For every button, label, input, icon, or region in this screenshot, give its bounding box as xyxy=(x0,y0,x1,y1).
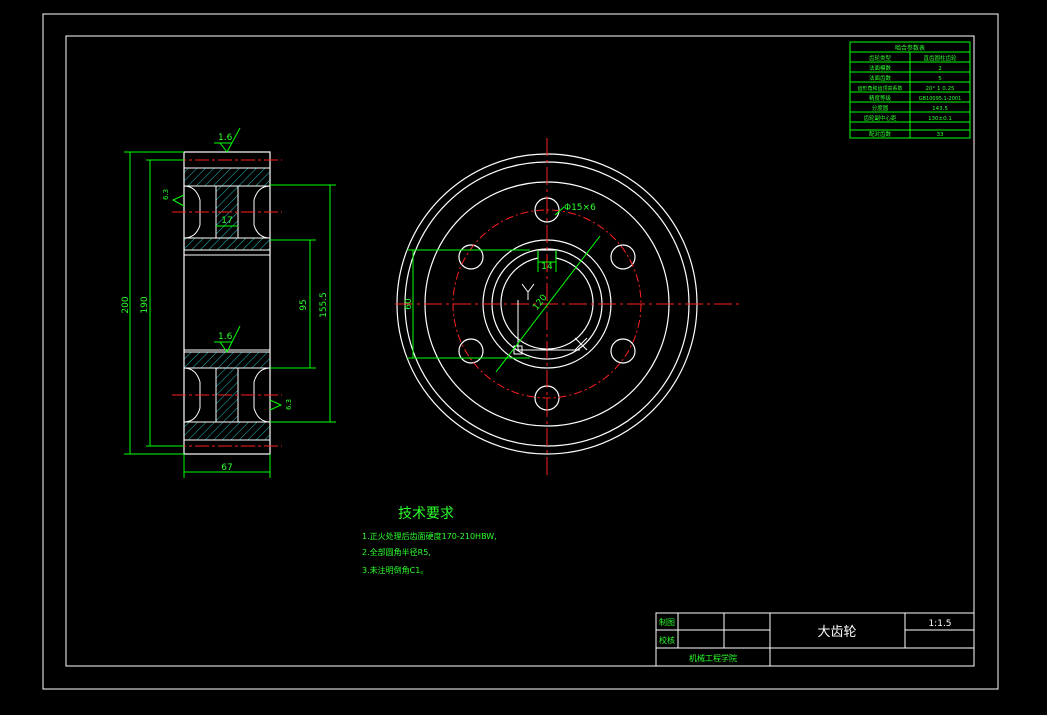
dim-web-thickness: 17 xyxy=(221,216,232,226)
tech-req-item-3: 3.未注明倒角C1。 xyxy=(362,565,428,575)
roughness-side-bottom-label: 6.3 xyxy=(285,399,293,410)
param-row-1-label: 法面模数 xyxy=(869,64,892,72)
outer-frame xyxy=(42,13,999,690)
param-row-6-label: 齿轮副中心距 xyxy=(863,114,897,122)
hole-upper-left xyxy=(458,244,484,270)
param-row-7-label: 配对齿数 xyxy=(869,130,892,138)
param-row-5-value: 143.5 xyxy=(932,106,948,112)
tech-req-item-1: 1.正火处理后齿面硬度170-210HBW, xyxy=(362,531,497,541)
param-row-5-label: 分度圆 xyxy=(872,104,889,112)
dim-root-diameter: 190 xyxy=(140,296,150,313)
technical-requirements: 技术要求 1.正火处理后齿面硬度170-210HBW, 2.全部圆角半径R5, … xyxy=(362,506,497,575)
dim-hub-diameter: 95 xyxy=(299,299,309,310)
hole-upper-right xyxy=(610,244,636,270)
dim-pitch-diameter: 155.5 xyxy=(319,292,329,318)
param-row-6-value: 130±0.1 xyxy=(928,116,952,122)
roughness-side-top-label: 6.3 xyxy=(162,189,170,200)
parameter-table: 啮合参数表 齿轮类型 直齿圆柱齿轮 法面模数 2 法面齿数 5 齿形角和齿顶高系… xyxy=(849,41,971,139)
hatch-rim-bottom xyxy=(183,421,271,441)
hole-lower-left xyxy=(458,338,484,364)
bore-with-keyway xyxy=(500,249,594,350)
param-table-title: 啮合参数表 xyxy=(895,44,925,52)
drawing-frames xyxy=(42,13,999,690)
front-view: Φ15×6 14 60 120 xyxy=(395,138,742,478)
dim-bore-diameter: 60 xyxy=(404,298,414,310)
param-row-2-label: 法面齿数 xyxy=(869,74,892,82)
drawing-scale: 1:1.5 xyxy=(928,619,951,629)
title-block: 制图 校核 大齿轮 1:1.5 机械工程学院 xyxy=(655,612,975,667)
tech-req-title: 技术要求 xyxy=(398,506,454,522)
param-row-7-value: 33 xyxy=(937,132,944,138)
roughness-top-label: 1.6 xyxy=(218,133,233,143)
tech-req-item-2: 2.全部圆角半径R5, xyxy=(362,547,431,557)
param-row-4-value: GB10095.1-2001 xyxy=(919,96,962,102)
hatch-hub-top xyxy=(183,237,271,251)
dim-face-width: 67 xyxy=(221,463,232,473)
roughness-mid-label: 1.6 xyxy=(218,332,233,342)
section-view: 1.6 1.6 6.3 6.3 200 190 95 155.5 17 67 xyxy=(121,127,336,478)
param-row-2-value: 5 xyxy=(938,76,942,82)
dim-outer-diameter: 200 xyxy=(121,296,131,313)
param-row-0-value: 直齿圆柱齿轮 xyxy=(923,54,957,62)
param-row-4-label: 精度等级 xyxy=(869,94,892,102)
school-name: 机械工程学院 xyxy=(689,653,737,663)
hole-lower-right xyxy=(610,338,636,364)
drawn-by-label: 制图 xyxy=(659,617,675,627)
hatch-hub-bottom xyxy=(183,351,271,369)
param-row-1-value: 2 xyxy=(938,66,942,72)
hatch-rim-top xyxy=(183,167,271,187)
param-row-0-label: 齿轮类型 xyxy=(869,54,892,62)
param-row-3-value: 20° 1 0.25 xyxy=(926,86,955,92)
inner-frame xyxy=(65,35,975,667)
param-row-3-label: 齿形角和齿顶高系数 xyxy=(857,85,902,92)
hole-callout-label: Φ15×6 xyxy=(564,203,596,213)
checked-by-label: 校核 xyxy=(659,635,675,645)
dim-keyway-width: 14 xyxy=(541,262,553,272)
part-name: 大齿轮 xyxy=(817,625,856,640)
